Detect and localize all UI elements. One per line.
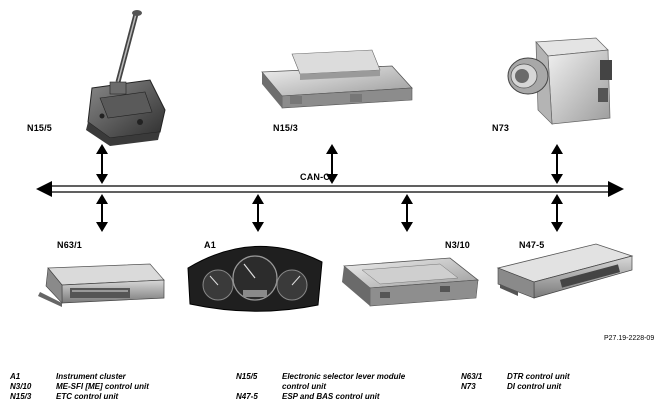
bus-label: CAN-C [300,172,330,182]
unit-label-n15-3: N15/3 [273,123,299,133]
etc-control-unit-image [261,49,413,109]
connection-arrow-n73 [551,144,563,184]
legend-text: ESP and BAS control unit [282,392,380,401]
legend-text: Instrument cluster [56,372,126,381]
legend-code: N15/3 [10,392,32,401]
legend-column-3: N63/1 DTR control unit N73 DI control un… [461,372,570,392]
connection-arrow-n15-3 [326,144,338,184]
instrument-cluster-image [187,245,323,312]
connection-arrow-n47-5 [551,194,563,232]
unit-label-n63-1: N63/1 [57,240,83,250]
legend-code [236,382,282,392]
legend-item: N3/10 ME-SFI [ME] control unit [10,382,149,392]
selector-lever-module-image [86,10,166,146]
unit-label-n73: N73 [492,123,510,133]
me-sfi-control-unit-image [342,257,480,307]
legend-item: A1 Instrument cluster [10,372,149,382]
legend-text: DTR control unit [507,372,570,381]
legend-text: DI control unit [507,382,562,391]
unit-label-a1: A1 [204,240,216,250]
legend-text: control unit [282,382,326,391]
dtr-control-unit-image [38,263,165,307]
di-control-unit-image [507,37,612,125]
connection-arrow-a1 [252,194,264,232]
legend-code: A1 [10,372,21,381]
can-c-bus-line [36,181,624,197]
legend-text: Electronic selector lever module [282,372,406,381]
unit-label-n47-5: N47-5 [519,240,545,250]
legend-column-1: A1 Instrument cluster N3/10 ME-SFI [ME] … [10,372,149,402]
legend-item: N15/3 ETC control unit [10,392,149,402]
unit-label-n15-5: N15/5 [27,123,53,133]
legend-item: N15/5 Electronic selector lever module [236,372,405,382]
esp-bas-control-unit-image [496,243,634,299]
can-bus-diagram [36,10,634,312]
legend-code: N73 [461,382,476,391]
legend-code: N63/1 [461,372,483,381]
legend-code: N47-5 [236,392,258,401]
legend-code: N3/10 [10,382,32,391]
legend-item: control unit [236,382,405,392]
legend-code: N15/5 [236,372,258,381]
unit-label-n3-10: N3/10 [445,240,471,250]
legend-text: ETC control unit [56,392,119,401]
legend-item: N47-5 ESP and BAS control unit [236,392,405,402]
figure-reference: P27.19-2228-09 [604,335,655,342]
connection-arrow-n63-1 [96,194,108,232]
legend-text: ME-SFI [ME] control unit [56,382,149,391]
legend-item: N63/1 DTR control unit [461,372,570,382]
legend-item: N73 DI control unit [461,382,570,392]
connection-arrow-n3-10 [401,194,413,232]
legend-column-2: N15/5 Electronic selector lever module c… [236,372,405,402]
connection-arrow-n15-5 [96,144,108,184]
